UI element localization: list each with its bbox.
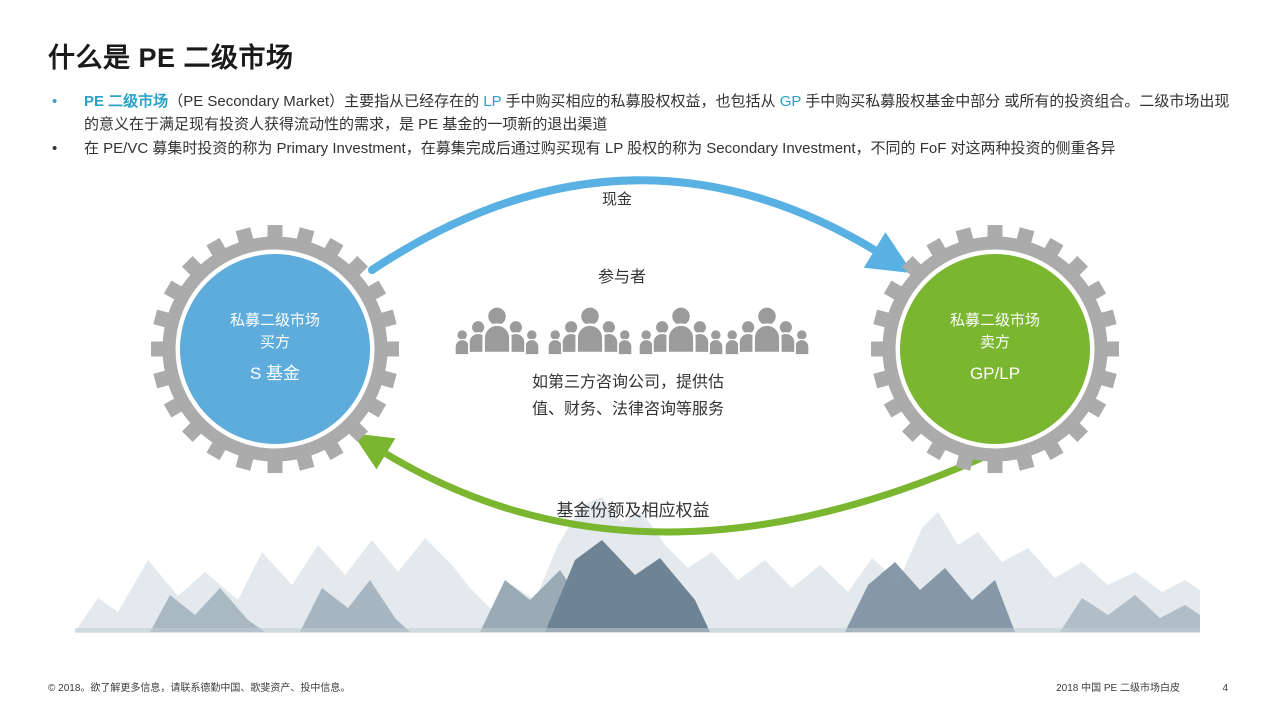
bullet-item-1: • PE 二级市场（PE Secondary Market）主要指从已经存在的 … (48, 90, 1238, 136)
fund-share-arrow-label: 基金份额及相应权益 (556, 501, 710, 520)
seller-line3: GP/LP (969, 364, 1021, 383)
fund-share-flow-arrow (352, 433, 999, 536)
bullet-1-highlight: PE 二级市场 (84, 93, 169, 110)
buyer-line3: S 基金 (249, 364, 301, 383)
bullet-1-seg1: （PE Secondary Market）主要指从已经存在的 (168, 93, 484, 110)
bullet-list: • PE 二级市场（PE Secondary Market）主要指从已经存在的 … (48, 90, 1238, 161)
bullet-1-seg2: 手中购买相应的私募股权权益，也包括从 (501, 93, 780, 110)
participants-description-line1: 如第三方咨询公司，提供估 (531, 374, 725, 391)
bullet-marker-icon: • (52, 93, 58, 110)
seller-gear-label: 私募二级市场 卖方 GP/LP (905, 310, 1085, 385)
participants-description-line2: 值、财务、法律咨询等服务 (531, 401, 725, 418)
crowd-icon (724, 305, 810, 356)
crowd-icon (454, 305, 540, 356)
seller-gear-icon (871, 225, 1119, 473)
buyer-line1: 私募二级市场 (229, 312, 320, 329)
buyer-gear-label: 私募二级市场 买方 S 基金 (185, 310, 365, 385)
cash-arrow-label: 现金 (601, 191, 633, 208)
page-title: 什么是 PE 二级市场 (48, 43, 294, 73)
footer-document-title: 2018 中国 PE 二级市场白皮 (1056, 683, 1180, 694)
buyer-line2: 买方 (259, 334, 290, 351)
seller-line1: 私募二级市场 (949, 312, 1040, 329)
seller-circle (900, 254, 1090, 444)
buyer-circle (180, 254, 370, 444)
bullet-marker-icon: • (52, 140, 58, 157)
crowd-icon (638, 305, 724, 356)
mountain-image (75, 497, 1200, 633)
cash-flow-arrow (368, 176, 913, 274)
page-number: 4 (1222, 683, 1228, 694)
bullet-1-gp: GP (779, 93, 802, 110)
bullet-2-text: 在 PE/VC 募集时投资的称为 Primary Investment，在募集完… (84, 140, 1116, 157)
footer-copyright: © 2018。欲了解更多信息，请联系德勤中国、歌斐资产、投中信息。 (48, 683, 351, 694)
bullet-1-text: PE 二级市场（PE Secondary Market）主要指从已经存在的 LP… (84, 90, 1238, 136)
bullet-item-2: • 在 PE/VC 募集时投资的称为 Primary Investment，在募… (48, 137, 1238, 160)
seller-line2: 卖方 (979, 334, 1010, 351)
participants-icons (454, 305, 810, 356)
buyer-gear-icon (151, 225, 399, 473)
bullet-1-seg3: 手中购买私募股权基金中部分 或所有的投资组合。二级市场出现的意义在于满足现有投资… (84, 93, 1230, 133)
bullet-1-lp: LP (483, 93, 502, 110)
crowd-icon (547, 305, 633, 356)
participants-title: 参与者 (597, 269, 647, 286)
